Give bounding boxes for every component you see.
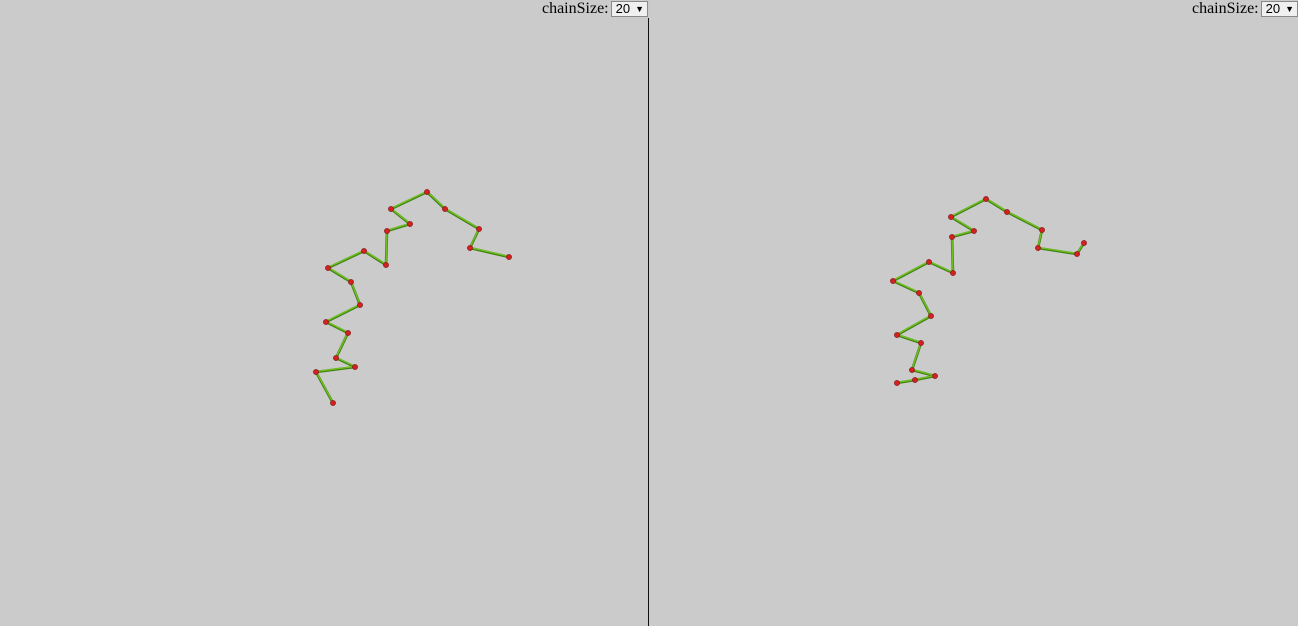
left-chain-node[interactable] [506,254,512,260]
left-chain-node[interactable] [323,319,329,325]
right-chain-link [985,197,1008,213]
pane-divider [648,18,649,626]
right-chain-link [1037,246,1078,255]
left-chain-link [315,370,334,404]
left-chainsize-control: chainSize: 20 ▼ [541,0,648,18]
right-chain-link [896,314,932,336]
left-chain-node[interactable] [442,206,448,212]
right-chain-node[interactable] [916,290,922,296]
left-chain-link [325,303,361,323]
right-chain-node[interactable] [912,377,918,383]
left-chain-node[interactable] [330,400,336,406]
left-chain-node[interactable] [388,206,394,212]
right-chain-node[interactable] [948,214,954,220]
right-chain-node[interactable] [971,228,977,234]
left-chain-node[interactable] [361,248,367,254]
left-chain [313,189,512,406]
right-chainsize-select[interactable]: 20 ▼ [1260,1,1298,17]
right-chain-link [950,197,987,218]
right-chain-canvas[interactable] [649,0,1298,626]
right-chain-link [951,235,954,274]
right-chainsize-control: chainSize: 20 ▼ [1191,0,1298,18]
left-chain-link [335,331,349,359]
right-chain-node[interactable] [1035,245,1041,251]
left-chainsize-label: chainSize: [541,0,609,17]
left-chain-link [327,266,352,283]
left-chain-node[interactable] [476,226,482,232]
right-chain-node[interactable] [894,380,900,386]
right-chain [890,196,1087,386]
left-chain-node[interactable] [424,189,430,195]
right-chain-link [918,291,932,317]
left-chain-link [390,207,411,225]
left-chain-node[interactable] [333,355,339,361]
right-chain-link [1006,210,1043,231]
left-chain-node[interactable] [352,364,358,370]
right-chain-link [911,368,936,377]
right-chain-link [896,378,916,384]
chevron-down-icon: ▼ [1285,4,1294,14]
chevron-down-icon: ▼ [635,4,644,14]
right-chain-node[interactable] [894,332,900,338]
left-chain-link [325,320,349,334]
right-chain-node[interactable] [932,373,938,379]
left-chain-link [469,246,510,258]
left-chain-node[interactable] [348,279,354,285]
right-chain-link [911,341,922,371]
right-chain-node[interactable] [983,196,989,202]
left-chain-node[interactable] [345,330,351,336]
right-chain-link [928,260,954,274]
right-chain-node[interactable] [1081,240,1087,246]
right-chain-link [892,260,930,282]
left-chain-node[interactable] [313,369,319,375]
right-chain-node[interactable] [926,259,932,265]
left-chain-link [390,190,428,210]
left-chain-link [350,280,361,306]
right-chain-node[interactable] [909,367,915,373]
right-chain-node[interactable] [950,270,956,276]
right-chain-node[interactable] [1074,251,1080,257]
right-chain-node[interactable] [949,234,955,240]
left-chain-node[interactable] [407,221,413,227]
right-chain-node[interactable] [1039,227,1045,233]
left-chain-link [426,190,446,210]
left-chain-node[interactable] [384,228,390,234]
right-chainsize-value: 20 [1265,1,1281,16]
right-chain-link [914,374,936,381]
left-chain-node[interactable] [325,265,331,271]
left-chain-link [363,249,387,266]
right-chain-link [892,279,920,294]
left-chainsize-value: 20 [615,1,631,16]
right-chain-link [951,229,975,238]
right-chain-node[interactable] [890,278,896,284]
left-chain-node[interactable] [357,302,363,308]
left-chain-link [386,222,411,232]
left-chain-link [315,365,356,373]
left-chainsize-select[interactable]: 20 ▼ [610,1,648,17]
left-chain-link [327,249,365,269]
left-chain-canvas[interactable] [0,0,648,626]
right-chain-node[interactable] [928,313,934,319]
right-chain-node[interactable] [1004,209,1010,215]
left-view-pane[interactable]: chainSize: 20 ▼ [0,0,648,626]
left-chain-node[interactable] [467,245,473,251]
left-chain-link [385,229,388,266]
right-chain-node[interactable] [918,340,924,346]
right-chainsize-label: chainSize: [1191,0,1259,17]
right-chain-link [950,215,975,232]
right-view-pane[interactable]: chainSize: 20 ▼ [649,0,1298,626]
left-chain-node[interactable] [383,262,389,268]
left-chain-link [469,227,480,249]
right-chain-link [896,333,922,344]
left-chain-link [335,356,356,368]
left-chain-link [444,207,480,230]
